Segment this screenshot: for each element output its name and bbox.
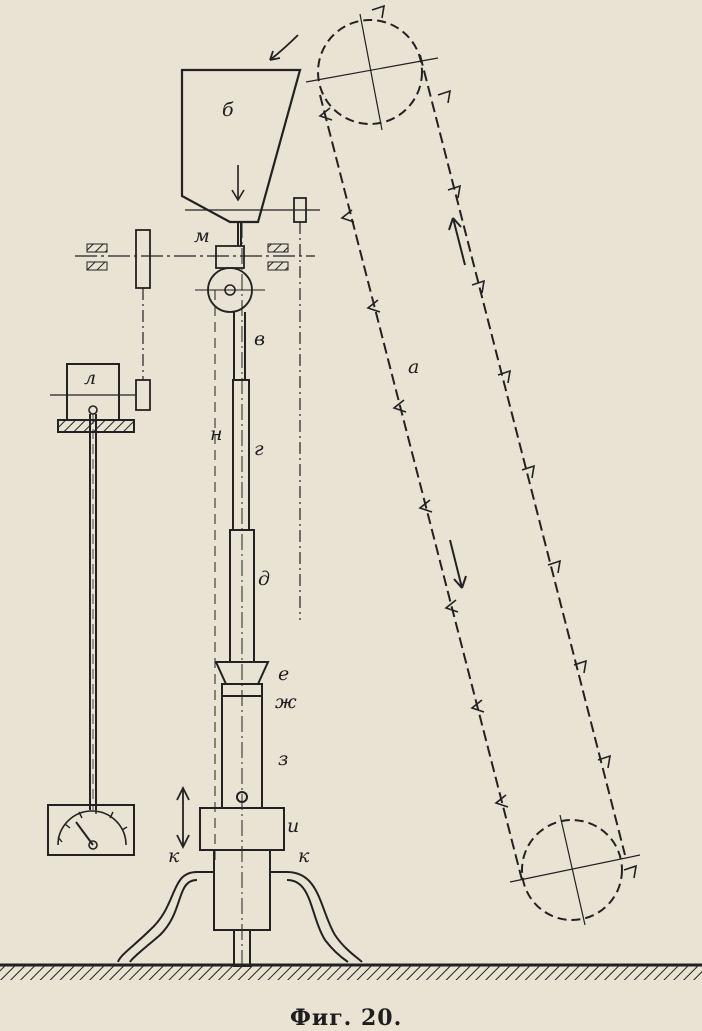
label-k-right: к — [298, 845, 310, 867]
ground — [0, 963, 702, 980]
drill-column — [176, 222, 287, 967]
pulley-left — [135, 229, 151, 289]
label-v: в — [254, 328, 265, 350]
rod-g — [232, 379, 250, 531]
label-g: г — [254, 438, 264, 460]
conveyor-chain-down — [319, 94, 523, 881]
label-a: а — [408, 356, 419, 378]
label-n: н — [210, 423, 223, 445]
label-d: д — [258, 568, 270, 590]
conveyor-direction-arrows — [448, 217, 467, 589]
conveyor-buckets — [318, 4, 638, 879]
indicator-unit — [47, 363, 135, 856]
gauge-box — [47, 804, 135, 856]
conveyor-bottom-pulley — [521, 819, 623, 921]
bearing-left — [86, 243, 108, 253]
hopper — [180, 34, 302, 224]
transmission — [75, 197, 320, 620]
figure-caption: Фиг. 20. — [290, 1005, 402, 1031]
bearing-right — [267, 243, 289, 253]
label-k-left: к — [168, 845, 180, 867]
label-zh: ж — [275, 691, 297, 713]
label-z: з — [278, 748, 288, 770]
support-legs — [117, 871, 363, 963]
conveyor-top-pulley — [317, 19, 423, 125]
conveyor-chain-up — [419, 54, 626, 856]
label-m: м — [194, 225, 210, 247]
diagram-labels: а б в г д е ж з и к к л м н — [84, 99, 419, 867]
label-e: е — [278, 663, 289, 685]
bucket-conveyor — [305, 4, 641, 926]
label-l: л — [84, 367, 96, 389]
label-b: б — [222, 99, 234, 121]
label-i: и — [287, 815, 299, 837]
